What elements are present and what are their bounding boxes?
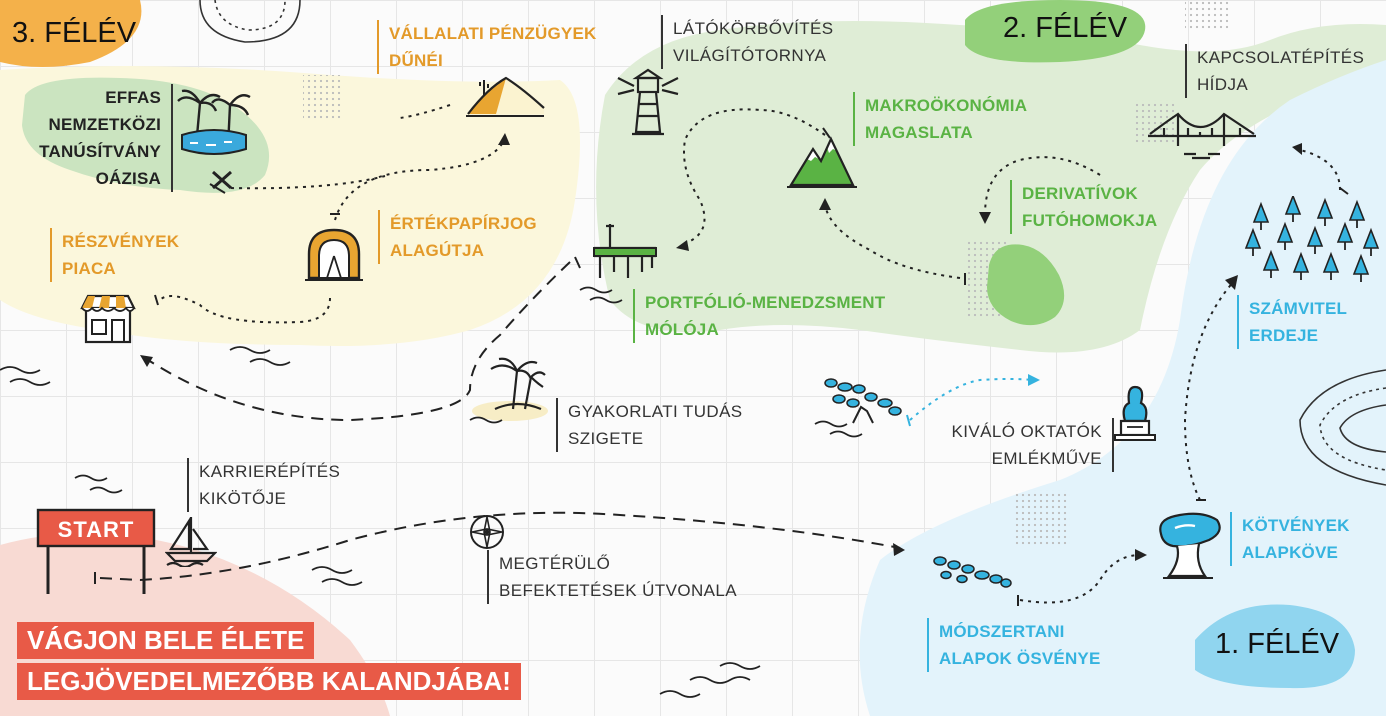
tree-icon	[1322, 251, 1340, 280]
tree-icon	[1292, 251, 1310, 280]
compass-icon	[470, 515, 504, 549]
investment-route-path	[99, 511, 901, 582]
tagline-line-1: VÁGJON BELE ÉLETE	[17, 622, 315, 659]
monument-bust-icon[interactable]	[1113, 383, 1157, 441]
start-sign-icon[interactable]: START	[36, 502, 156, 596]
market-stall-icon[interactable]	[80, 292, 136, 346]
tree-icon	[1252, 201, 1270, 230]
pier-icon[interactable]	[592, 222, 658, 282]
tree-icon	[1348, 199, 1366, 228]
bridge-icon[interactable]	[1148, 110, 1256, 160]
tree-icon	[1362, 227, 1379, 256]
third-semester-heading: 3. FÉLÉV	[12, 17, 137, 49]
dunes-icon[interactable]	[466, 68, 546, 120]
quicksand-icon[interactable]	[975, 235, 1073, 333]
tree-icon	[1276, 221, 1294, 250]
tree-icon	[1352, 253, 1370, 282]
bond-rock-icon[interactable]	[1155, 510, 1223, 584]
palm-oasis-icon[interactable]	[176, 85, 252, 165]
tree-icon	[1316, 197, 1334, 226]
island-icon[interactable]	[487, 355, 547, 413]
tree-icon	[1306, 225, 1324, 254]
tree-icon	[1284, 196, 1302, 222]
tree-icon	[1244, 227, 1262, 256]
first-semester-heading: 1. FÉLÉV	[1215, 628, 1340, 660]
blue-stones-icon	[824, 378, 902, 424]
x-mark-icon	[212, 170, 232, 190]
first-semester-region	[859, 60, 1386, 716]
sailboat-icon[interactable]	[165, 515, 217, 567]
mountain-icon[interactable]	[787, 133, 857, 191]
tree-icon	[1336, 221, 1354, 250]
tree-icon	[1262, 249, 1280, 278]
tunnel-icon[interactable]	[305, 226, 363, 282]
lighthouse-icon[interactable]	[616, 68, 680, 138]
effas-oasis-region	[22, 77, 270, 193]
start-sign-text: START	[58, 517, 135, 542]
second-semester-heading: 2. FÉLÉV	[1003, 12, 1128, 44]
stepping-stones-icon	[933, 556, 1012, 588]
forest-icon[interactable]	[1243, 196, 1379, 290]
tagline-line-2: LEGJÖVEDELMEZŐBB KALANDJÁBA!	[17, 663, 521, 700]
second-semester-region	[596, 21, 1386, 353]
